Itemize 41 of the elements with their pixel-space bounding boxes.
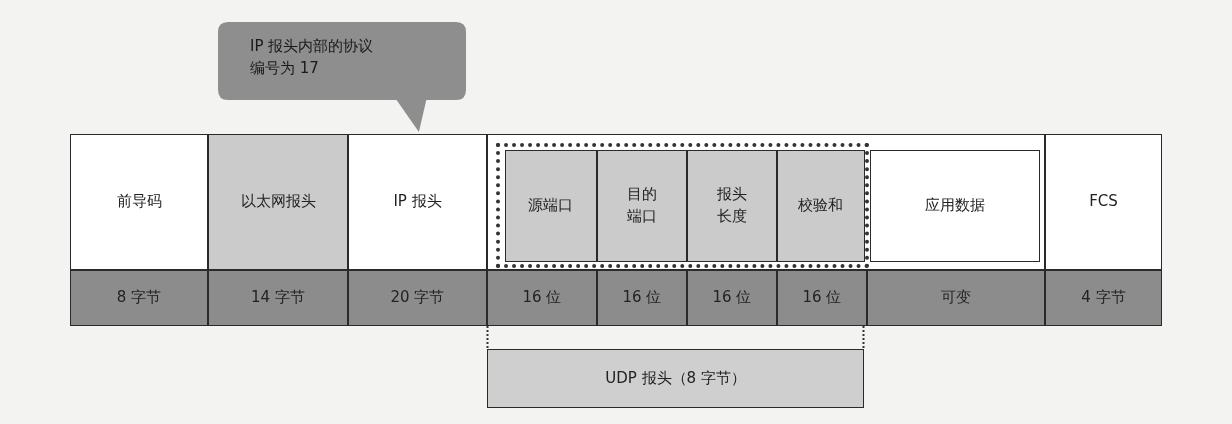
cell-label: 校验和 (798, 194, 843, 216)
field-cell (208, 134, 348, 270)
cell-label: 以太网报头 (240, 191, 316, 213)
cell-label: 报头长度 (715, 183, 748, 227)
field-cell (596, 149, 687, 262)
size-cell (1045, 270, 1162, 326)
cell-label: 目的端口 (625, 183, 658, 227)
size-cell (208, 270, 348, 326)
field-cell (1045, 134, 1162, 270)
size-cell (777, 270, 867, 326)
size-cell (597, 270, 687, 326)
cell-label: 16 位 (622, 287, 662, 309)
cell-label: 14 字节 (251, 287, 305, 309)
size-cell (348, 270, 487, 326)
size-cell (487, 270, 597, 326)
cell-label: 4 字节 (1081, 287, 1126, 309)
cell-label: 20 字节 (390, 287, 445, 309)
cell-label: 前导码 (116, 191, 162, 213)
segment-box (487, 134, 1045, 270)
cell-label: 可变 (941, 287, 971, 309)
field-cell (504, 149, 597, 262)
field-cell (70, 134, 208, 270)
cell-label: 应用数据 (924, 194, 985, 216)
size-cell (70, 270, 208, 326)
cell-label: FCS (1089, 191, 1118, 213)
cell-label: 8 字节 (116, 287, 162, 309)
field-cell (686, 149, 777, 262)
size-cell (867, 270, 1045, 326)
cell-label: 16 位 (802, 287, 842, 309)
cell-label: UDP 报头（8 字节） (605, 367, 746, 389)
size-cell (687, 270, 777, 326)
cell-label: IP 报头 (393, 191, 442, 213)
callout-text: IP 报头内部的协议编号为 17 (250, 36, 375, 79)
field-cell (869, 149, 1040, 262)
cell-label: 源端口 (528, 194, 573, 216)
cell-label: 16 位 (522, 287, 562, 309)
field-cell (348, 134, 487, 270)
dotted-outline (495, 142, 869, 268)
field-cell (487, 349, 864, 408)
field-cell (776, 149, 865, 262)
cell-label: 16 位 (712, 287, 752, 309)
